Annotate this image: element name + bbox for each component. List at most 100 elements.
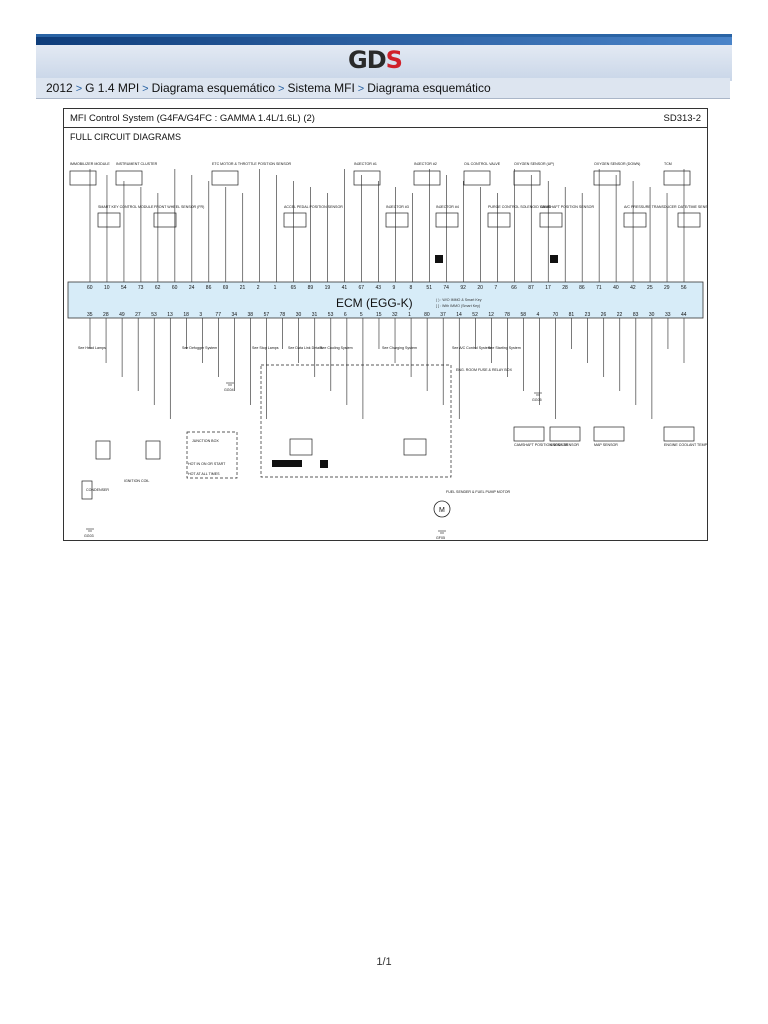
see-reference: See Defogger System [182,346,217,350]
ecm-top-pin: 86 [206,285,212,291]
ecm-bottom-pin: 30 [296,312,302,318]
ecm-bottom-pin: 70 [553,312,559,318]
ecm-bottom-pin: 23 [585,312,591,318]
bottom-component-box [593,426,625,442]
top-component-box [413,170,441,186]
ecm-top-pin: 40 [613,285,619,291]
ecm-top-pin: 56 [681,285,687,291]
bottom-component-label: KNOCK SENSOR [550,443,579,447]
schematic-title: MFI Control System (G4FA/G4FC : GAMMA 1.… [70,113,315,124]
mid-component-label: INJECTOR #4 [436,205,459,209]
ecm-bottom-pin: 3 [199,312,202,318]
bottom-component-label: CONDENSER [86,488,109,492]
top-component-box [513,170,541,186]
schematic-code: SD313-2 [663,113,702,124]
ecm-top-pin: 43 [376,285,382,291]
breadcrumb-item-year[interactable]: 2012 [46,81,73,95]
ecm-bottom-pin: 37 [440,312,446,318]
mid-component-label: ACCEL PEDAL POSITION SENSOR [284,205,343,209]
mid-component-label: CAMSHAFT POSITION SENSOR [540,205,594,209]
breadcrumb-separator: > [75,83,83,95]
ecm-bottom-pin: 27 [135,312,141,318]
bottom-component-label: HOT AT ALL TIMES [188,472,220,476]
top-component-label: OXYGEN SENSOR (DOWN) [594,162,640,166]
ground-symbol [226,382,234,386]
ecm-bottom-pin: 44 [681,312,687,318]
breadcrumb-item-current: Diagrama esquemático [367,81,491,95]
top-component-box [211,170,239,186]
ecm-bottom-pin: 33 [665,312,671,318]
ecm-bottom-pin: 4 [537,312,540,318]
ecm-bottom-pin: 80 [424,312,430,318]
ecm-note-1: ( ) : W/O IMMO & Smart Key [436,298,482,302]
ecm-top-pin: 71 [596,285,602,291]
ecm-bottom-pin: 35 [87,312,93,318]
ground-label: GG05 [532,398,542,402]
ecm-top-pin: 92 [460,285,466,291]
ecm-bottom-pin: 57 [264,312,270,318]
top-component-label: ETC MOTOR & THROTTLE POSITION SENSOR [212,162,292,166]
breadcrumb-item-engine[interactable]: G 1.4 MPI [85,81,140,95]
ecm-top-pin: 89 [308,285,314,291]
ecm-top-pin: 19 [325,285,331,291]
logo-letter-s: S [385,46,403,74]
ecm-top-pin: 51 [426,285,432,291]
ground-label: GF05 [436,536,445,540]
ecm-bottom-pin: 38 [248,312,254,318]
circuit-diagram: IMMOBILIZER MODULE INSTRUMENT CLUSTER ETC … [67,162,707,540]
ecm-top-pin: 60 [172,285,178,291]
see-reference: See Charging System [382,346,417,350]
see-reference: See A/C Control System [452,346,491,350]
mid-component-label: SMART KEY CONTROL MODULE [98,205,154,209]
mid-component-box [677,212,701,228]
ecm-top-pin: 25 [647,285,653,291]
top-component-box [463,170,491,186]
ecm-top-pin: 86 [579,285,585,291]
top-component-label: OXYGEN SENSOR (UP) [514,162,554,166]
bottom-component-label: HOT IN ON OR START [188,462,226,466]
ecm-bottom-pin: 53 [328,312,334,318]
ecm-top-pin: 8 [409,285,412,291]
ecm-bottom-pin: 12 [488,312,494,318]
marker-top-1 [550,255,558,263]
ecm-bottom-pin: 53 [151,312,157,318]
bottom-component-label: FUEL SENDER & FUEL PUMP MOTOR [446,490,511,494]
ecm-bottom-pin: 5 [360,312,363,318]
ecm-top-pin: 66 [511,285,517,291]
ground-symbol [86,528,94,532]
ecm-bottom-pin: 81 [569,312,575,318]
ground-symbol [438,530,446,534]
top-component-label: IMMOBILIZER MODULE [70,162,110,166]
bottom-component-label: ENG. ROOM FUSE & RELAY BOX [456,368,513,372]
ecm-bottom-pin: 78 [280,312,286,318]
ecm-bottom-pin: 22 [617,312,623,318]
bottom-component-label: JUNCTION BOX [192,439,219,443]
ecm-bottom-pin: 28 [103,312,109,318]
ecm-top-pin: 17 [545,285,551,291]
mid-component-box [283,212,307,228]
top-component-label: INSTRUMENT CLUSTER [116,162,158,166]
bottom-component-label: IGNITION COIL [124,479,149,483]
top-wires [89,169,685,282]
ecm-bottom-pin: 78 [504,312,510,318]
ecm-top-pin: 69 [223,285,229,291]
bottom-wires [89,318,685,419]
mid-component-label: A/C PRESSURE TRANSDUCER [624,205,677,209]
top-component-box [353,170,381,186]
condenser-box [81,480,93,500]
ecm-top-pin: 60 [87,285,93,291]
ecm-bottom-pin: 14 [456,312,462,318]
page-indicator: 1/1 [376,956,392,968]
ground-label: GG04 [224,388,234,392]
breadcrumb-item-system[interactable]: Sistema MFI [287,81,355,95]
ecm-top-pin: 87 [528,285,534,291]
bottom-component-label: MAP SENSOR [594,443,618,447]
ecm-bottom-pin: 31 [312,312,318,318]
marker-1 [272,460,302,467]
breadcrumb-item-diagram[interactable]: Diagrama esquemático [151,81,276,95]
logo-letter-d: D [366,46,387,74]
mid-component-box [153,212,177,228]
ecm-top-pin: 7 [494,285,497,291]
ecm-top-pin: 73 [138,285,144,291]
ground-symbol [534,392,542,396]
